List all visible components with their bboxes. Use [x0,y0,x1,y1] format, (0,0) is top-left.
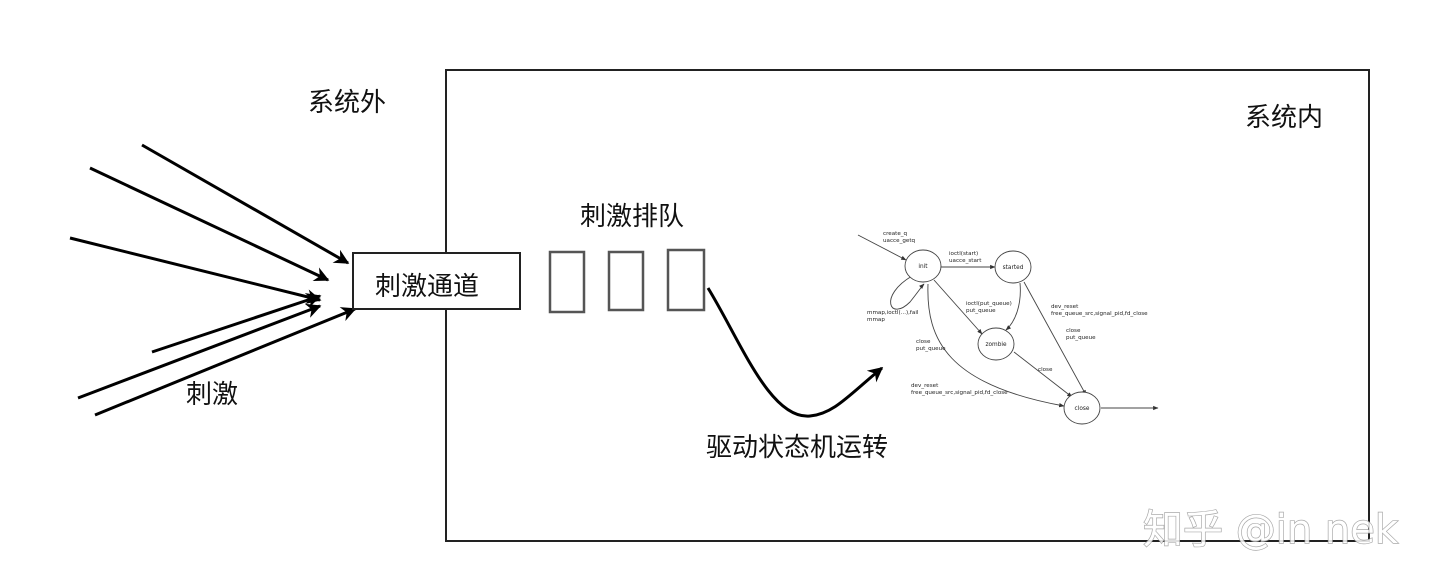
fsm-label-loop-2: mmap [867,317,885,323]
fsm-label-putq-2: put_queue [966,308,996,314]
fsm-node-init-label: init [918,264,928,270]
state-machine [857,234,1159,425]
fsm-label-entry-1: create_q [883,231,908,237]
watermark: 知乎 @in nek [1143,507,1399,553]
stimulus-arrow-2 [89,166,330,282]
queue-label: 刺激排队 [580,202,684,232]
queue-slot-3 [666,248,706,312]
fsm-loop-init [890,275,925,310]
stimulus-arrow-5 [77,303,322,400]
fsm-node-close [1063,391,1101,425]
fsm-node-started [994,250,1032,284]
fsm-entry-edge [857,234,907,261]
fsm-label-loop-1: mmap,ioctl(...),fail [867,310,919,316]
fsm-label-reset-right-2: free_queue_src,signal_pid,fd_close [1051,311,1148,317]
fsm-edge-init-close [927,283,1065,408]
outside-label: 系统外 [308,88,386,118]
stimulus-arrows [69,143,357,417]
fsm-label-putq-1: ioctl(put_queue) [966,301,1012,307]
stimulus-arrow-6 [94,307,357,417]
fsm-node-started-label: started [1003,265,1024,271]
queue-slot-2 [607,250,645,312]
fsm-label-entry-2: uacce_getq [883,238,916,244]
fsm-node-zombie [977,327,1015,361]
fsm-caption: 驱动状态机运转 [706,433,888,463]
stimulus-channel-label: 刺激通道 [375,272,479,302]
fsm-edge-zombie-close [1013,351,1073,398]
fsm-node-zombie-label: zombie [985,342,1007,348]
queue-slot-1 [548,250,586,314]
fsm-label-reset-right-1: dev_reset [1051,304,1079,310]
queue-to-fsm-arrow [706,287,884,418]
stimulus-arrow-3 [69,236,322,305]
inside-label: 系统内 [1245,103,1323,133]
fsm-label-reset-bottom-2: free_queue_src,signal_pid,fd_close [911,390,1008,396]
stimulus-arrow-1 [141,143,350,265]
fsm-edge-init-zombie [933,279,983,335]
stimulus-arrow-4 [151,293,322,354]
fsm-label-zombie-close: close [1038,367,1053,373]
fsm-node-close-label: close [1075,406,1090,412]
fsm-label-close-left-2: put_queue [916,346,946,352]
fsm-label-close-left-1: close [916,339,931,345]
fsm-label-close-right-1: close [1066,328,1081,334]
fsm-label-start-2: uacce_start [949,258,982,264]
stimulus-channel-box [352,252,521,310]
fsm-node-init [904,249,942,283]
fsm-label-reset-bottom-1: dev_reset [911,383,939,389]
stimulus-label: 刺激 [186,380,238,410]
fsm-label-start-1: ioctl(start) [949,251,978,257]
fsm-label-close-right-2: put_queue [1066,335,1096,341]
fsm-edge-started-close [1023,281,1087,396]
fsm-edge-started-zombie [1005,282,1021,331]
